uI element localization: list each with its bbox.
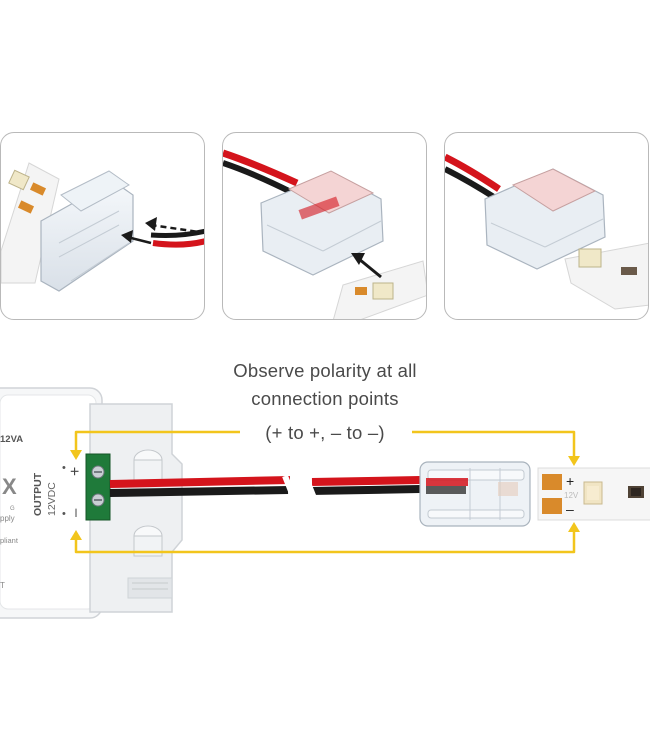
arrowhead-icon (568, 522, 580, 532)
resistor-icon (621, 267, 637, 275)
strip-minus-symbol: – (566, 501, 574, 517)
psu-minus-symbol: – (67, 508, 84, 517)
copper-pad-icon (355, 287, 367, 295)
insert-arrow-icon (121, 217, 204, 245)
psu-bottom-fragment: T (0, 581, 5, 590)
step-1-panel (0, 132, 205, 320)
wire-pair (223, 149, 299, 196)
power-supply: 12VA X G pply pliant T OUTPUT 12VDC + – … (0, 387, 183, 619)
arrowhead-icon (568, 456, 580, 466)
clear-connector (40, 170, 134, 292)
psu-output-label: OUTPUT (32, 472, 44, 516)
polarity-arrow-positive (74, 430, 576, 458)
led-strip (333, 260, 426, 319)
step-3-panel (444, 132, 649, 320)
psu-supply-fragment: pply (0, 514, 15, 523)
psu-plus-symbol: + (67, 467, 84, 476)
polarity-caption-line-2: connection points (251, 388, 399, 409)
copper-pad-plus (542, 474, 562, 490)
led-strip (564, 242, 648, 310)
psu-dot-symbol: • (62, 508, 66, 520)
polarity-caption-line-1: Observe polarity at all (233, 360, 417, 381)
psu-brand-fragment: X (2, 474, 17, 499)
psu-dot-symbol: • (62, 462, 66, 474)
led-strip (1, 162, 60, 284)
led-strip: + – 12V (537, 467, 650, 521)
psu-compliant-fragment: pliant (0, 536, 19, 545)
arrowhead-icon (70, 530, 82, 540)
connector-wire-pair (303, 476, 421, 500)
copper-pad-minus (542, 498, 562, 514)
led-chip-icon (8, 169, 30, 191)
psu-voltage-label: 12VDC (46, 482, 58, 516)
terminal-block (85, 453, 111, 521)
copper-pad-icon (29, 182, 47, 196)
psu-rating-label: 12VA (0, 434, 23, 445)
step-2-illustration (223, 149, 426, 319)
psu-wire-pair (109, 474, 296, 498)
step-3-illustration (445, 153, 648, 310)
strip-plus-symbol: + (566, 473, 574, 489)
led-chip-icon (372, 282, 394, 300)
strip-connector (419, 461, 531, 527)
polarity-caption-line-3: (+ to +, – to –) (240, 418, 410, 448)
strip-voltage-label: 12V (564, 491, 579, 500)
step-2-panel (222, 132, 427, 320)
arrowhead-icon (70, 450, 82, 460)
insert-arrow-icon (351, 253, 382, 279)
polarity-arrow-negative (74, 530, 576, 554)
clear-connector (260, 170, 384, 276)
led-chip-icon (578, 248, 602, 268)
clear-connector (484, 168, 606, 270)
psu-brand-sub: G (10, 506, 15, 512)
step-1-illustration (1, 162, 204, 292)
